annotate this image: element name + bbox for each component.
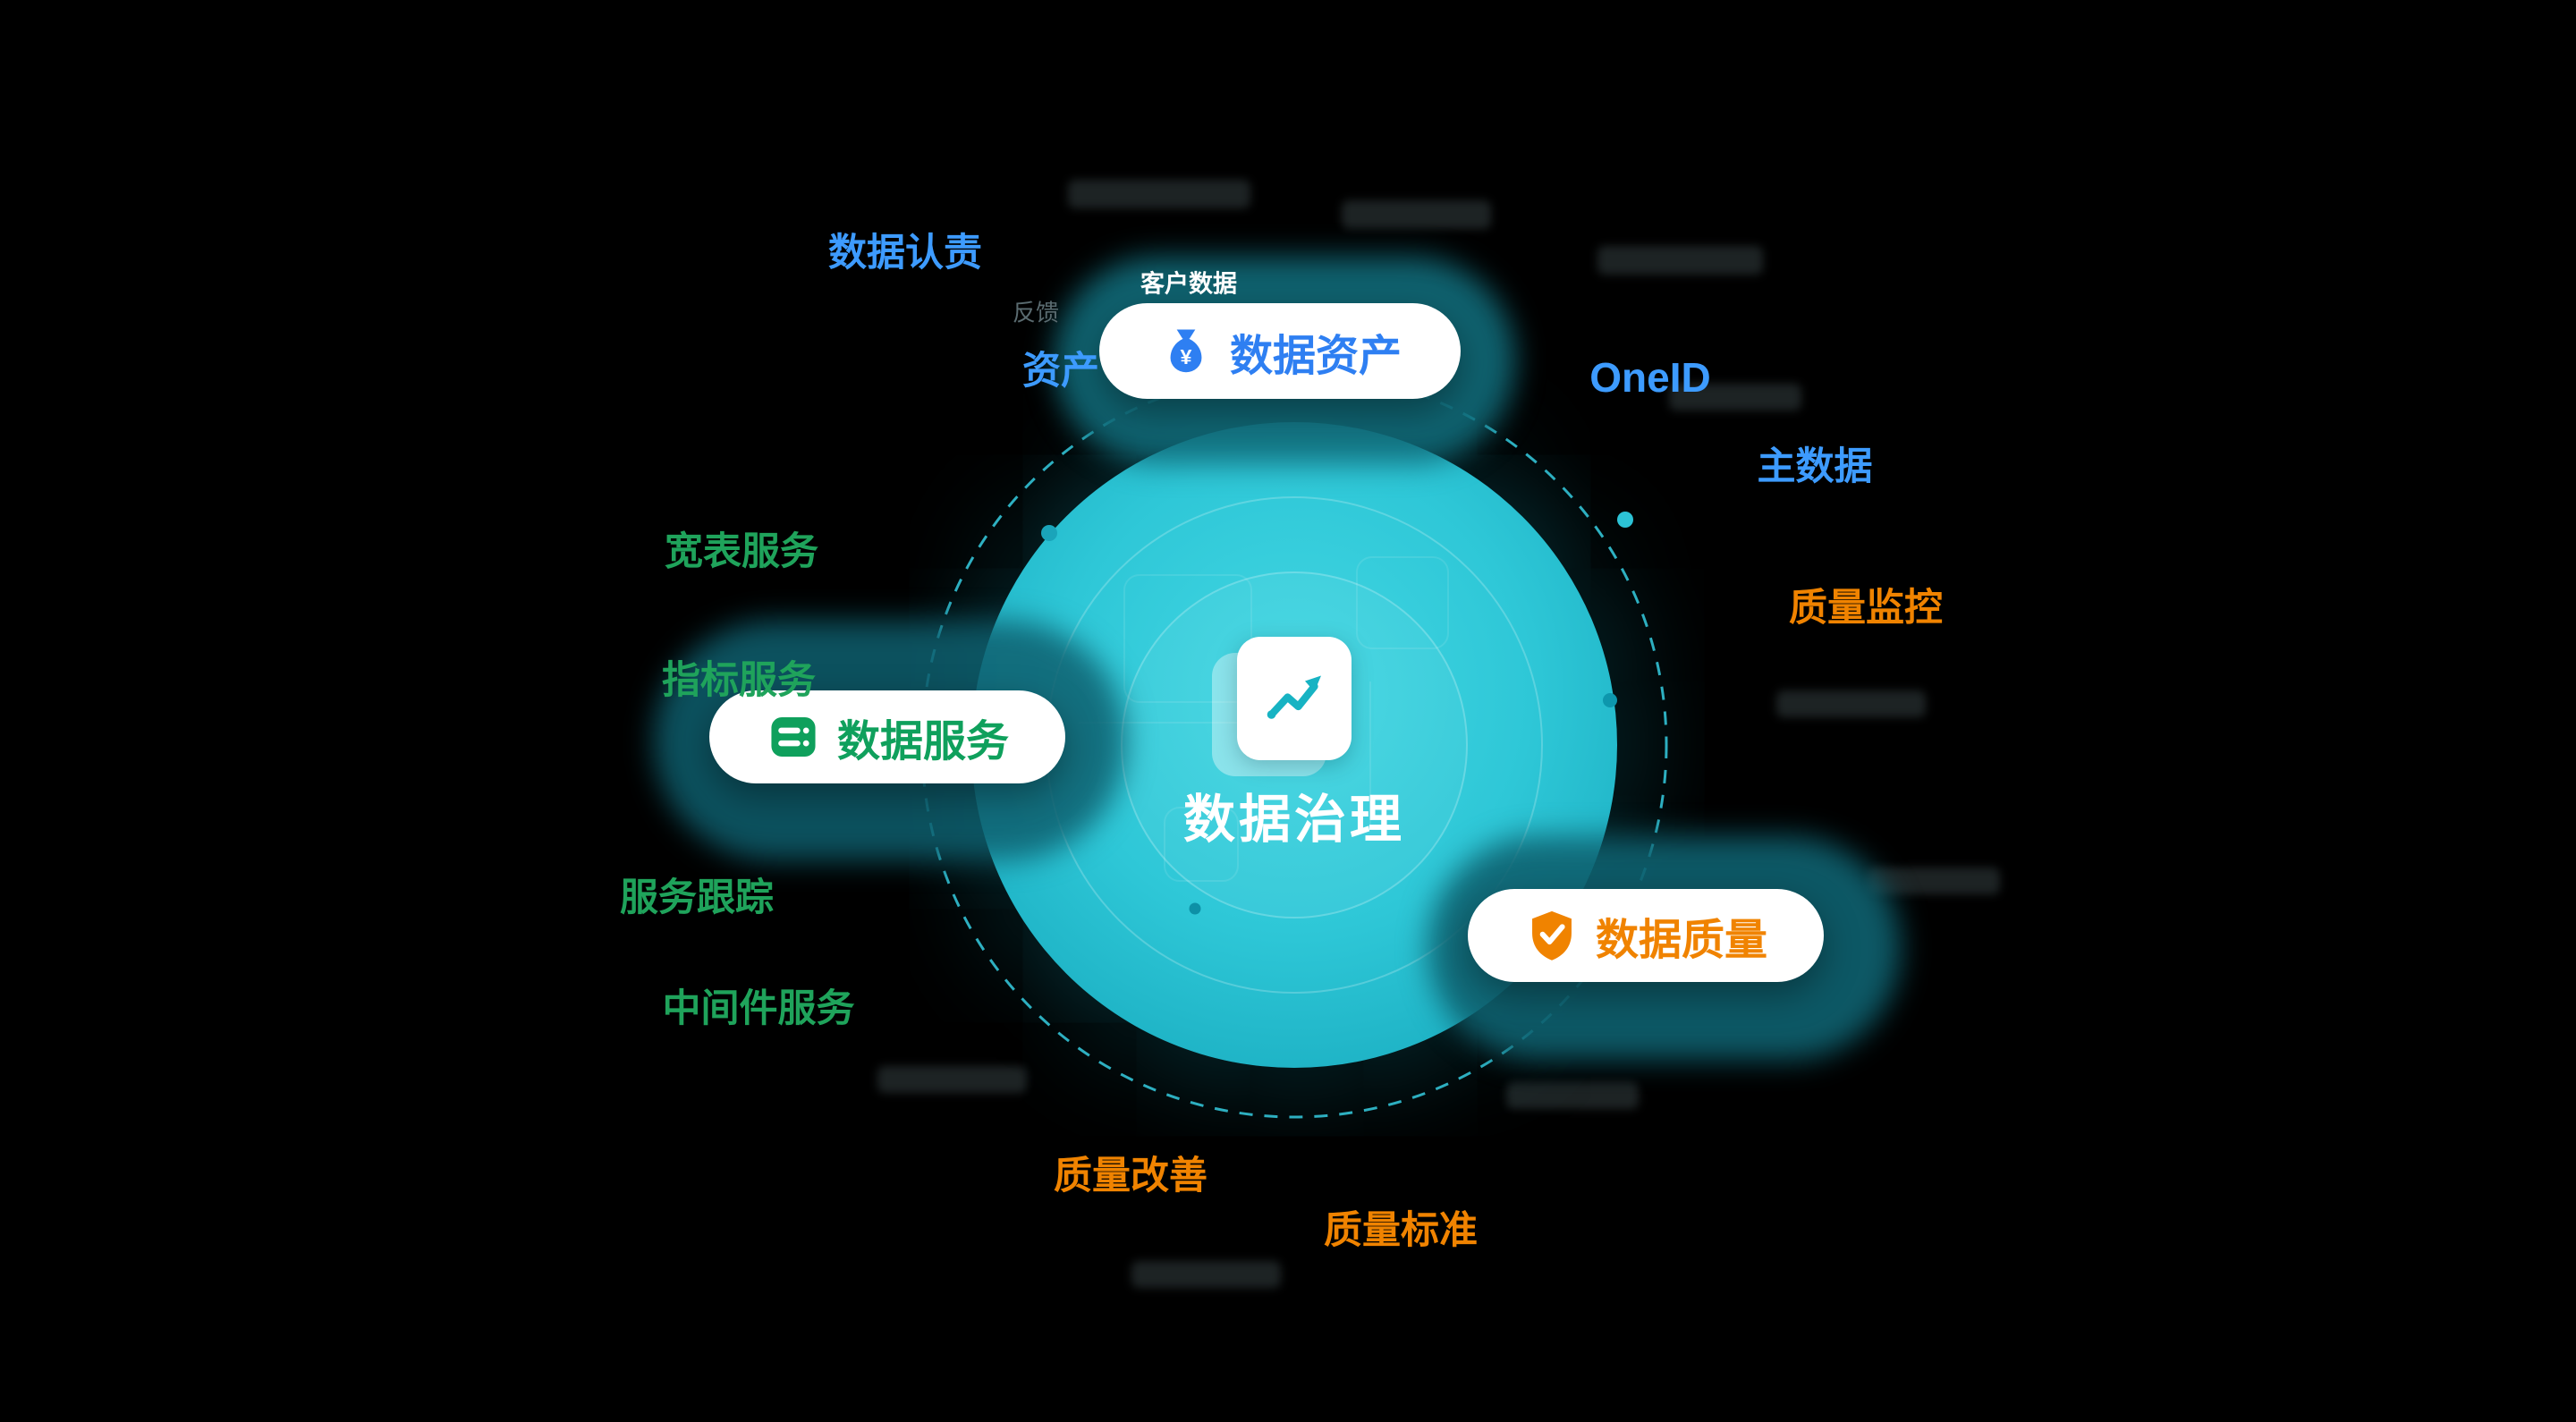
pill-data-service: 数据服务 [709,690,1065,783]
pill-data-service-label: 数据服务 [836,718,1009,766]
orbit-dot [1617,512,1633,528]
label-metric-service: 指标服务 [662,659,816,702]
svg-text:¥: ¥ [1181,345,1192,368]
orbit-dot [1603,693,1617,707]
orbit-dot [1189,902,1201,915]
document-front-card [1237,637,1352,760]
label-quality-standard: 质量标准 [1324,1209,1478,1252]
pill-data-asset: ¥ 数据资产 [1099,303,1461,399]
label-customer-data: 客户数据 [1140,270,1237,298]
shield-check-icon [1532,910,1572,961]
label-master-data: 主数据 [1757,445,1873,488]
label-feedback: 反馈 [1012,299,1060,326]
label-data-accountability: 数据认责 [828,232,982,275]
pill-data-asset-label: 数据资产 [1229,332,1402,380]
faint-text [1131,1261,1281,1288]
faint-text [1068,180,1250,208]
label-service-tracking: 服务跟踪 [620,876,774,919]
label-asset: 资产 [1022,350,1099,393]
faint-text [1868,868,2000,894]
circuit-decoration [1164,807,1239,882]
server-stack-icon [771,717,816,757]
orbit-dot [1041,525,1057,541]
label-oneid: OneID [1589,354,1711,401]
pill-data-quality-label: 数据质量 [1595,917,1767,964]
circuit-decoration [1369,681,1371,825]
faint-text [1669,384,1801,411]
label-quality-monitoring: 质量监控 [1789,587,1943,630]
money-bag-icon: ¥ [1170,328,1202,372]
faint-text [1597,246,1763,275]
orbit-dashed-circle [920,371,1668,1119]
circuit-decoration [1356,556,1449,649]
trend-line-icon [1267,675,1321,719]
label-quality-improvement: 质量改善 [1054,1155,1208,1198]
faint-text [877,1066,1027,1093]
label-wide-table-service: 宽表服务 [665,530,818,573]
faint-text [1776,690,1926,717]
pill-data-quality: 数据质量 [1468,889,1824,982]
label-middleware-service: 中间件服务 [662,987,855,1030]
faint-text [1342,200,1491,229]
circuit-decoration [1079,722,1240,724]
faint-text [1506,1082,1639,1109]
center-title: 数据治理 [1182,791,1406,849]
